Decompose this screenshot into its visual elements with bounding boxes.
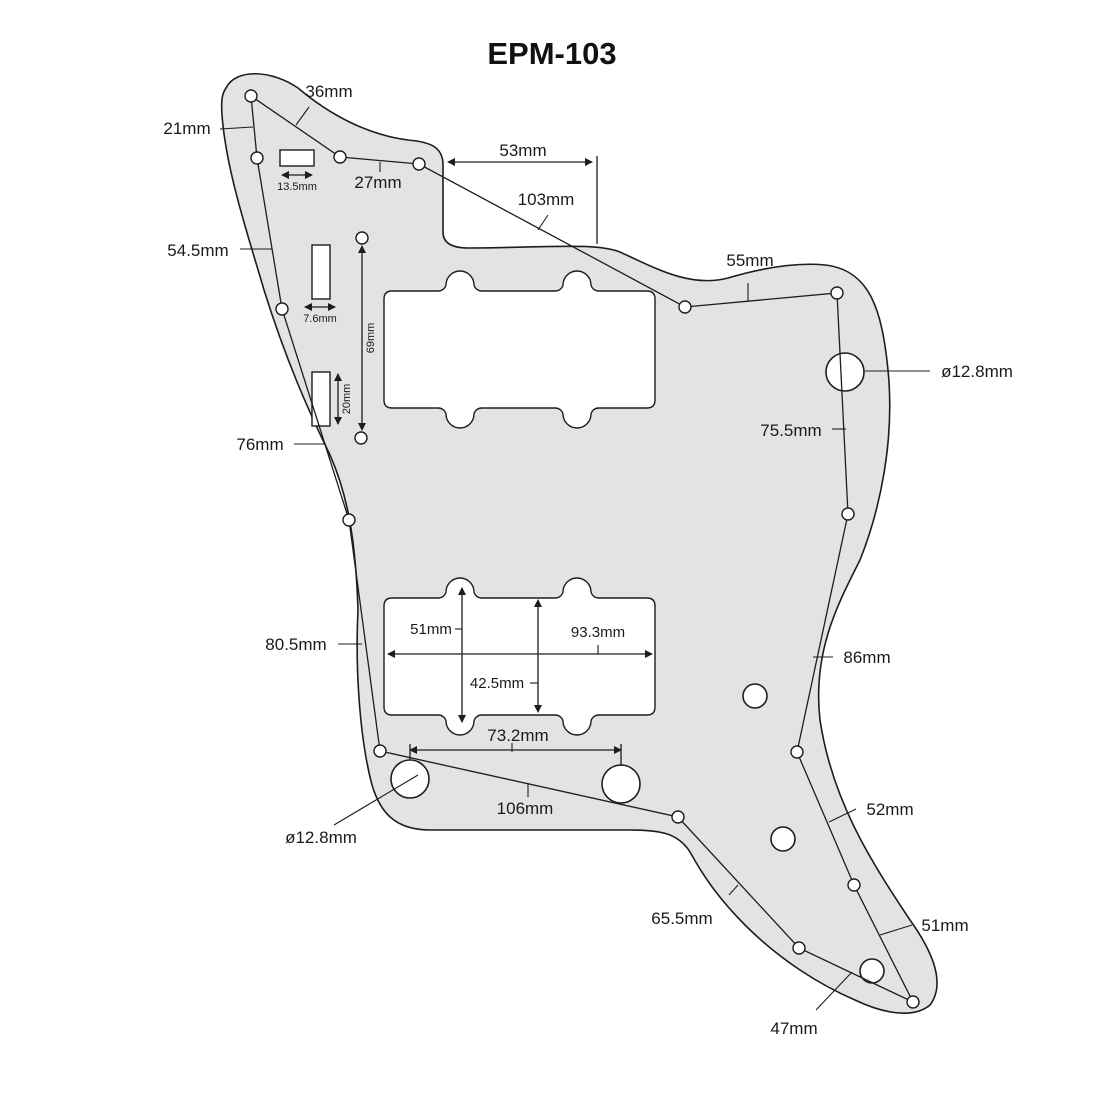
screw-hole — [906, 995, 920, 1009]
screw-hole — [841, 507, 855, 521]
diagram-title: EPM-103 — [487, 36, 616, 71]
label-73-2mm: 73.2mm — [487, 726, 548, 745]
label-80-5mm: 80.5mm — [265, 635, 326, 654]
lower-pickup-cavity — [383, 577, 656, 736]
label-69mm: 69mm — [365, 323, 377, 354]
screw-hole — [830, 286, 844, 300]
screw-hole — [412, 157, 426, 171]
label-51mm-inner: 51mm — [410, 621, 452, 638]
label-76mm: 76mm — [236, 435, 283, 454]
screw-hole — [333, 150, 347, 164]
label-65-5mm: 65.5mm — [651, 909, 712, 928]
pickguard-outline — [220, 72, 938, 1014]
label-54-5mm: 54.5mm — [167, 241, 228, 260]
screw-hole — [847, 878, 861, 892]
label-55mm: 55mm — [726, 251, 773, 270]
label-27mm: 27mm — [354, 173, 401, 192]
label-21mm: 21mm — [163, 119, 210, 138]
control-hole-c — [859, 958, 885, 984]
label-20mm: 20mm — [341, 384, 353, 415]
screw-hole — [250, 151, 264, 165]
screw-hole — [354, 431, 368, 445]
screw-hole — [244, 89, 258, 103]
screw-hole — [790, 745, 804, 759]
label-47mm: 47mm — [770, 1019, 817, 1038]
screw-hole — [342, 513, 356, 527]
switch-slot-middle — [311, 244, 331, 300]
screw-hole — [275, 302, 289, 316]
screw-hole — [792, 941, 806, 955]
label-12-8mm-bottom: ø12.8mm — [285, 828, 357, 847]
pot-hole-bottom-left — [390, 759, 430, 799]
label-51mm-outer: 51mm — [921, 916, 968, 935]
screw-hole — [355, 231, 369, 245]
screw-hole — [678, 300, 692, 314]
control-hole-b — [770, 826, 796, 852]
switch-slot-top — [279, 149, 315, 167]
switch-slot-lower — [311, 371, 331, 427]
leader-lines — [219, 106, 930, 1011]
label-53mm: 53mm — [499, 141, 546, 160]
screw-holes — [244, 89, 920, 1009]
label-12-8mm-top: ø12.8mm — [941, 362, 1013, 381]
pot-hole-top-right — [825, 352, 865, 392]
upper-pickup-cavity — [383, 270, 656, 429]
label-103mm: 103mm — [518, 190, 575, 209]
label-75-5mm: 75.5mm — [760, 421, 821, 440]
label-36mm: 36mm — [305, 82, 352, 101]
label-13-5mm: 13.5mm — [277, 181, 317, 193]
label-52mm: 52mm — [866, 800, 913, 819]
control-hole-a — [742, 683, 768, 709]
label-93-3mm: 93.3mm — [571, 624, 625, 641]
label-86mm: 86mm — [843, 648, 890, 667]
label-106mm: 106mm — [497, 799, 554, 818]
screw-hole — [373, 744, 387, 758]
screw-dimension-chain — [250, 95, 915, 1004]
label-7-6mm: 7.6mm — [303, 313, 337, 325]
label-42-5mm: 42.5mm — [470, 675, 524, 692]
pot-hole-bottom-middle — [601, 764, 641, 804]
screw-hole — [671, 810, 685, 824]
